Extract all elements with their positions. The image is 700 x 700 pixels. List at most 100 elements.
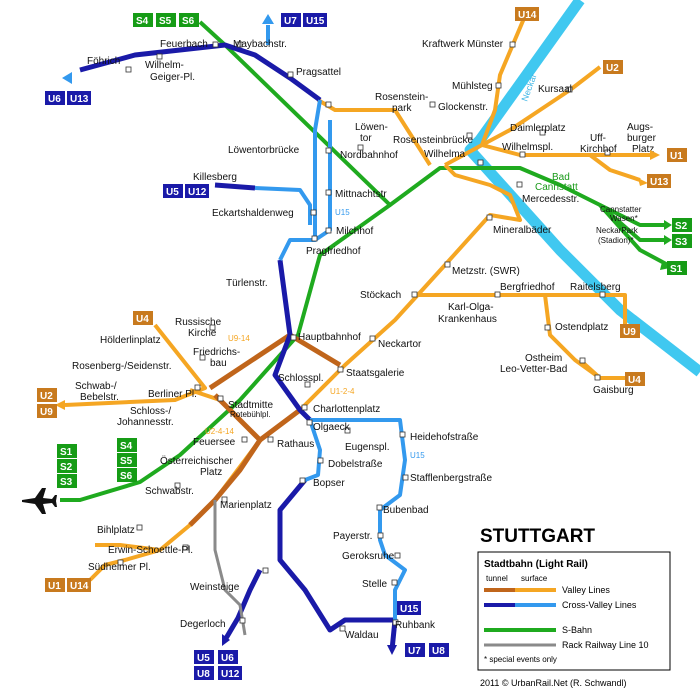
station-friedrichsbau[interactable]: Friedrichs- xyxy=(193,347,240,358)
station-dobelstr[interactable]: Dobelstraße xyxy=(328,459,383,470)
station-karl-olga[interactable]: Karl-Olga- xyxy=(448,302,494,313)
badge-u2u9-left[interactable]: U2 U9 xyxy=(37,388,57,418)
station-bubenbad[interactable]: Bubenbad xyxy=(383,505,429,516)
station-daimlerplatz[interactable]: Daimlerplatz xyxy=(510,123,566,134)
station-raitelsberg[interactable]: Raitelsberg xyxy=(570,282,621,293)
station-augsburger-platz-3: Platz xyxy=(632,144,654,155)
station-uff-kirchhof[interactable]: Uff- xyxy=(590,133,606,144)
station-eckartshaldenweg[interactable]: Eckartshaldenweg xyxy=(212,208,294,219)
station-schloss-johannesstr[interactable]: Schloss-/ xyxy=(130,406,171,417)
station-payerstr[interactable]: Payerstr. xyxy=(333,531,372,542)
station-stadtmitte[interactable]: Stadtmitte xyxy=(228,400,273,411)
badge-s3-right[interactable]: S3 xyxy=(672,234,692,248)
station-tuerlenstr[interactable]: Türlenstr. xyxy=(226,278,268,289)
station-augsburger-platz[interactable]: Augs- xyxy=(627,122,653,133)
station-loewentorbruecke[interactable]: Löwentorbrücke xyxy=(228,145,300,156)
station-erwin-schoettle[interactable]: Erwin-Schoettle-Pl. xyxy=(108,545,193,556)
station-hoelderlinplatz[interactable]: Hölderlinplatz xyxy=(100,335,161,346)
station-killesberg[interactable]: Killesberg xyxy=(193,172,237,183)
station-neckartor[interactable]: Neckartor xyxy=(378,339,422,350)
station-mineralbaeder[interactable]: Mineralbäder xyxy=(493,225,552,236)
badge-u2-right[interactable]: U2 xyxy=(603,60,623,74)
station-rosenberg[interactable]: Rosenberg-/Seidenstr. xyxy=(72,361,172,372)
badge-u9-right[interactable]: U9 xyxy=(620,324,640,338)
badge-u15-lower[interactable]: U15 xyxy=(397,601,421,615)
badge-u7u15-top[interactable]: U7 U15 xyxy=(281,13,327,27)
badge-u4-right[interactable]: U4 xyxy=(625,372,645,386)
station-pragsattel[interactable]: Pragsattel xyxy=(296,67,341,78)
station-pragfriedhof[interactable]: Pragfriedhof xyxy=(306,246,361,257)
badge-s4s5s6-top[interactable]: S4 S5 S6 xyxy=(133,13,199,27)
station-eugenspl[interactable]: Eugenspl. xyxy=(345,442,389,453)
station-mittnachtstr[interactable]: Mittnachtstr xyxy=(335,189,387,200)
station-charlottenplatz[interactable]: Charlottenplatz xyxy=(313,404,380,415)
svg-text:U4: U4 xyxy=(628,375,641,386)
station-ostendplatz[interactable]: Ostendplatz xyxy=(555,322,608,333)
station-kraftwerk[interactable]: Kraftwerk Münster xyxy=(422,39,504,50)
station-foehrich[interactable]: Föhrich xyxy=(87,56,120,67)
badge-u13-right[interactable]: U13 xyxy=(647,174,671,188)
station-metzstr[interactable]: Metzstr. (SWR) xyxy=(452,266,520,277)
station-bihlplatz[interactable]: Bihlplatz xyxy=(97,525,135,536)
station-kursaal[interactable]: Kursaal xyxy=(538,84,572,95)
station-waldau[interactable]: Waldau xyxy=(345,630,379,641)
station-stafflenbergstr[interactable]: Stafflenbergstraße xyxy=(410,473,493,484)
station-stelle[interactable]: Stelle xyxy=(362,579,387,590)
station-schloss-johannesstr-2: Johannesstr. xyxy=(117,417,174,428)
station-rosensteinbruecke[interactable]: Rosensteinbrücke xyxy=(393,135,473,146)
station-ruhbank[interactable]: Ruhbank xyxy=(395,620,436,631)
badge-u7u8-lower[interactable]: U7 U8 xyxy=(405,643,449,657)
station-milchhof[interactable]: Milchhof xyxy=(336,226,373,237)
station-hauptbahnhof[interactable]: Hauptbahnhof xyxy=(298,332,361,343)
station-heidehofstr[interactable]: Heidehofstraße xyxy=(410,432,479,443)
station-degerloch[interactable]: Degerloch xyxy=(180,619,226,630)
station-oesterreichischer[interactable]: Österreichischer xyxy=(160,455,233,467)
station-staatsgalerie[interactable]: Staatsgalerie xyxy=(346,368,405,379)
station-mercedesstr[interactable]: Mercedesstr. xyxy=(522,194,579,205)
station-olgaeck[interactable]: Olgaeck xyxy=(313,422,351,433)
station-loewentor[interactable]: Löwen- xyxy=(355,122,388,133)
cross-valley-tunnel xyxy=(79,42,398,651)
badge-u5u6u8u12-bottom[interactable]: U5 U6 U8 U12 xyxy=(194,650,242,680)
badge-s4s5s6-left[interactable]: S4 S5 S6 xyxy=(117,438,137,482)
station-marienplatz[interactable]: Marienplatz xyxy=(220,500,272,511)
station-weinsteige[interactable]: Weinsteige xyxy=(190,582,240,593)
station-glockenstr[interactable]: Glockenstr. xyxy=(438,102,488,113)
station-feuerbach[interactable]: Feuerbach xyxy=(160,39,208,50)
station-russische-kirche[interactable]: Russische xyxy=(175,317,222,328)
station-schwab-bebelstr-2: Bebelstr. xyxy=(80,392,119,403)
svg-text:U7: U7 xyxy=(408,646,421,657)
badge-s2-right[interactable]: S2 xyxy=(672,218,692,232)
badge-u6u13-left[interactable]: U6 U13 xyxy=(45,91,91,105)
station-rosensteinpark[interactable]: Rosenstein- xyxy=(375,92,428,103)
station-wilhelmspl[interactable]: Wilhelmspl. xyxy=(502,142,553,153)
station-wilhelma[interactable]: Wilhelma xyxy=(424,149,466,160)
badge-u14-top[interactable]: U14 xyxy=(515,7,539,21)
station-wilhelm-geiger[interactable]: Wilhelm- xyxy=(145,60,184,71)
station-stoeckach[interactable]: Stöckach xyxy=(360,290,401,301)
badge-u4-left[interactable]: U4 xyxy=(133,311,153,325)
station-gaisburg[interactable]: Gaisburg xyxy=(593,385,634,396)
station-nordbahnhof[interactable]: Nordbahnhof xyxy=(340,150,398,161)
station-schwab-bebelstr[interactable]: Schwab-/ xyxy=(75,381,117,392)
station-bopser[interactable]: Bopser xyxy=(313,478,345,489)
station-berliner-pl[interactable]: Berliner Pl. xyxy=(148,389,197,400)
station-muehlsteg[interactable]: Mühlsteg xyxy=(452,81,493,92)
station-neckarpark[interactable]: NeckarPark xyxy=(596,226,639,235)
badge-u5u12-left[interactable]: U5 U12 xyxy=(163,184,209,198)
badge-s1s2s3-left[interactable]: S1 S2 S3 xyxy=(57,444,77,488)
station-maybachstr[interactable]: Maybachstr. xyxy=(233,39,287,50)
station-cannstatter-wasen[interactable]: Cannstatter xyxy=(600,205,642,214)
station-geroksruhe[interactable]: Geroksruhe xyxy=(342,551,395,562)
station-schwabstr[interactable]: Schwabstr. xyxy=(145,486,194,497)
station-bad-cannstatt[interactable]: Bad xyxy=(552,172,570,183)
station-schlosspl[interactable]: Schlosspl. xyxy=(278,373,324,384)
badge-u1u14-left[interactable]: U1 U14 xyxy=(45,578,91,592)
station-suedheimer[interactable]: Südheimer Pl. xyxy=(88,562,151,573)
station-bergfriedhof[interactable]: Bergfriedhof xyxy=(500,282,555,293)
station-feuersee[interactable]: Feuersee xyxy=(193,437,236,448)
badge-u1-right[interactable]: U1 xyxy=(667,148,687,162)
badge-s1-right[interactable]: S1 xyxy=(667,261,687,275)
station-rathaus[interactable]: Rathaus xyxy=(277,439,314,450)
station-ostheim[interactable]: Ostheim xyxy=(525,353,562,364)
